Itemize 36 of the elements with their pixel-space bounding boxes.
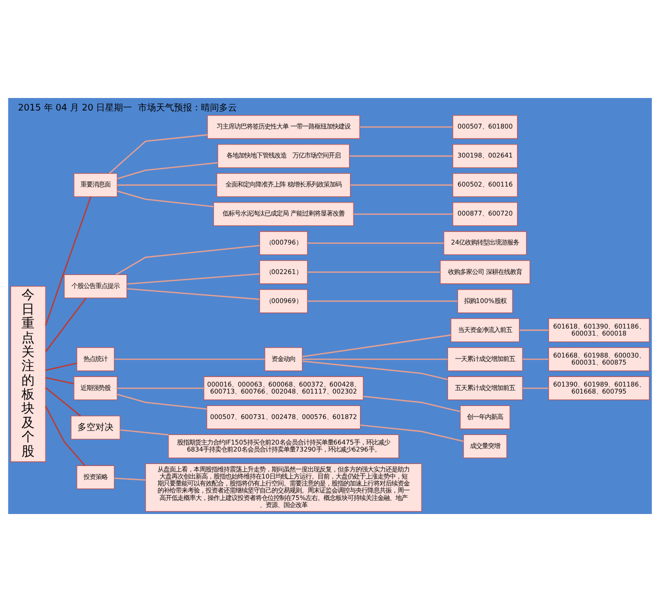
connector xyxy=(117,387,204,388)
connector xyxy=(308,271,440,272)
connector xyxy=(120,428,168,435)
connector xyxy=(522,358,548,360)
connector xyxy=(302,358,448,360)
connector xyxy=(45,405,86,466)
connector xyxy=(117,190,214,207)
connector xyxy=(350,154,453,156)
diagram-title: 2015 年 04 月 20 日星期一 市场天气预报：晴间多云 xyxy=(18,102,237,113)
connector xyxy=(308,300,458,302)
connector xyxy=(520,329,549,330)
connector xyxy=(302,334,451,357)
connector xyxy=(45,297,87,352)
connector xyxy=(522,387,548,388)
connector xyxy=(126,272,260,284)
connector xyxy=(114,477,146,480)
connector xyxy=(363,395,460,412)
connector xyxy=(46,362,77,370)
connector xyxy=(302,360,448,380)
connector xyxy=(109,134,208,174)
node-box: 多空对决 xyxy=(70,415,120,439)
connector xyxy=(126,288,260,300)
connector xyxy=(117,393,207,410)
connector xyxy=(117,184,217,186)
connector xyxy=(308,242,444,244)
connector xyxy=(360,126,453,128)
connector xyxy=(350,184,453,186)
connector xyxy=(360,424,464,442)
connector xyxy=(354,212,453,214)
connector xyxy=(46,376,74,384)
connector xyxy=(116,244,260,275)
connector xyxy=(114,358,265,360)
connector xyxy=(45,386,81,416)
connector xyxy=(45,196,92,326)
connector xyxy=(117,162,218,179)
node-box: 今日重点关注的板块及个股 xyxy=(10,286,46,462)
